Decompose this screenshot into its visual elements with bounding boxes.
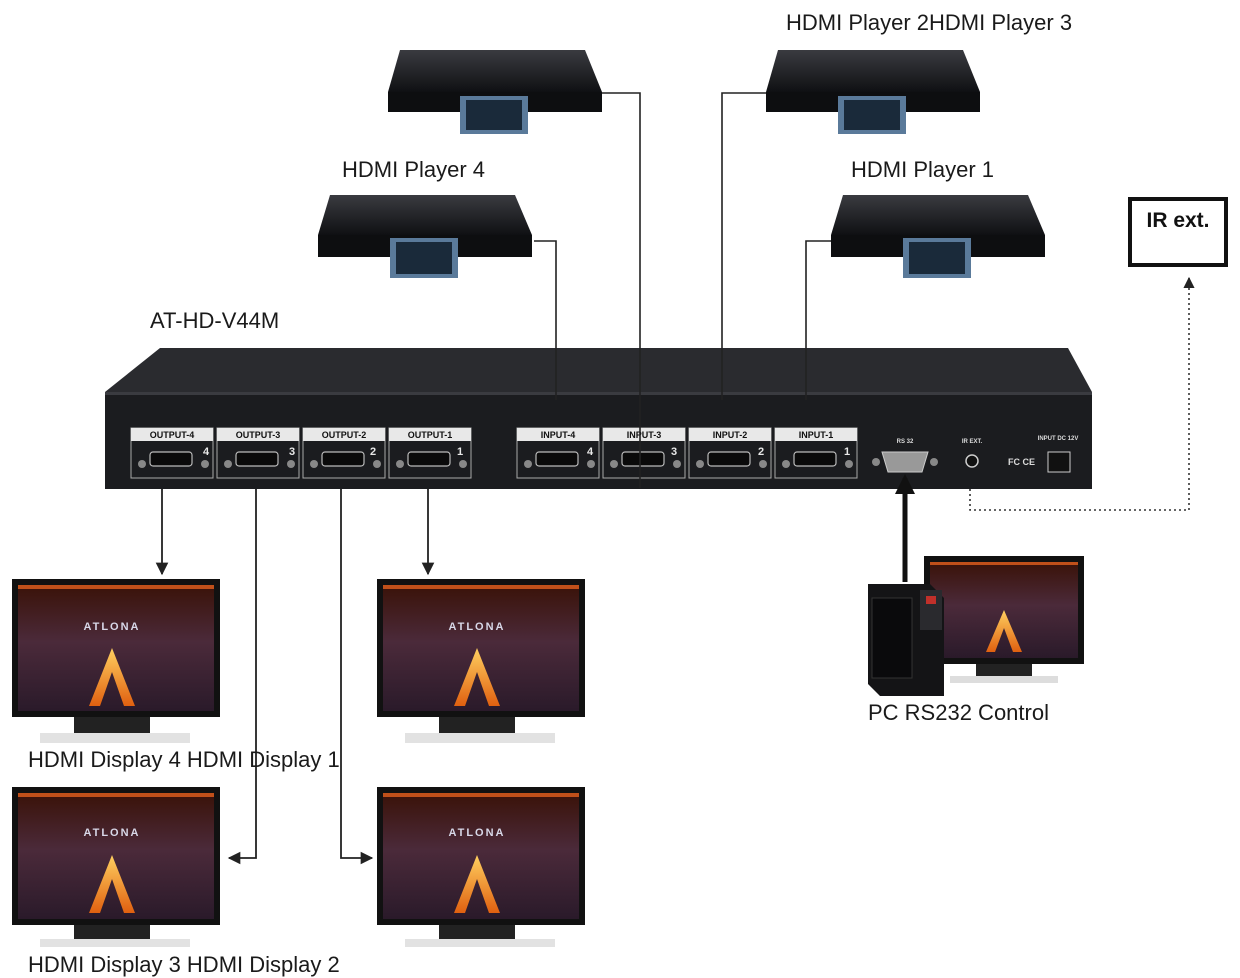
output-number-2: 2 (370, 446, 376, 458)
rs232-label: RS 32 (897, 439, 914, 445)
input-label-3: INPUT-3 (627, 430, 662, 440)
hdmi-player-2 (388, 50, 602, 134)
hdmi-player-3 (766, 50, 980, 134)
output-label-3: OUTPUT-3 (236, 430, 281, 440)
output-label-4: OUTPUT-4 (150, 430, 195, 440)
input-ports: INPUT-4 4 INPUT-3 3 INPUT-2 2 INPUT-1 (516, 427, 858, 479)
output-port-4: OUTPUT-4 4 (130, 427, 214, 479)
input-label-2: INPUT-2 (713, 430, 748, 440)
ir-dotted-line (969, 276, 1195, 511)
hdmi-display-3: ATLONA (12, 787, 220, 947)
output-label-1: OUTPUT-1 (408, 430, 453, 440)
display-4-brand: ATLONA (83, 621, 140, 633)
label-display-row-2: HDMI Display 3 HDMI Display 2 (28, 952, 340, 977)
input-number-2: 2 (758, 446, 764, 458)
output-number-3: 3 (289, 446, 295, 458)
rs232-port: RS 32 (872, 439, 938, 473)
cert-label: FC CE (1008, 457, 1035, 467)
input-port-3: INPUT-3 3 (602, 427, 686, 479)
display-3-brand: ATLONA (83, 827, 140, 839)
output-port-3: OUTPUT-3 3 (216, 427, 300, 479)
label-display-row-1: HDMI Display 4 HDMI Display 1 (28, 747, 340, 772)
cert-marks: FC CE (1008, 457, 1035, 467)
output-number-1: 1 (457, 446, 463, 458)
input-number-4: 4 (587, 446, 594, 458)
device-model-label: AT-HD-V44M (150, 308, 280, 333)
output-cables (155, 489, 435, 865)
ir-ext-port: IR EXT. (962, 439, 983, 468)
power-label: INPUT DC 12V (1038, 436, 1079, 442)
display-1-brand: ATLONA (448, 621, 505, 633)
output-port-2: OUTPUT-2 2 (302, 427, 386, 479)
pc-workstation (868, 556, 1084, 696)
output-port-1: OUTPUT-1 1 (388, 427, 472, 479)
input-port-2: INPUT-2 2 (688, 427, 772, 479)
display-2-brand: ATLONA (448, 827, 505, 839)
label-hdmi-player-1: HDMI Player 1 (851, 157, 995, 182)
hdmi-player-1 (831, 195, 1045, 278)
hdmi-display-1: ATLONA (377, 579, 585, 743)
output-number-4: 4 (203, 446, 210, 458)
power-input: INPUT DC 12V (1038, 436, 1079, 473)
label-hdmi-player-4: HDMI Player 4 (342, 157, 486, 182)
input-port-1: INPUT-1 1 (774, 427, 858, 479)
input-label-4: INPUT-4 (541, 430, 576, 440)
label-pc-rs232-control: PC RS232 Control (868, 700, 1049, 725)
input-number-1: 1 (844, 446, 850, 458)
output-ports: OUTPUT-4 4 OUTPUT-3 3 OUTPUT-2 2 OUTPUT-… (130, 427, 472, 479)
input-number-3: 3 (671, 446, 677, 458)
hdmi-display-4: ATLONA (12, 579, 220, 743)
label-hdmi-player-2-3: HDMI Player 2HDMI Player 3 (786, 10, 1073, 35)
input-label-1: INPUT-1 (799, 430, 834, 440)
input-cables (534, 92, 831, 488)
ir-port-label: IR EXT. (962, 439, 983, 445)
hdmi-display-2: ATLONA (377, 787, 585, 947)
ir-ext-label: IR ext. (1146, 209, 1210, 232)
input-port-4: INPUT-4 4 (516, 427, 600, 479)
output-label-2: OUTPUT-2 (322, 430, 367, 440)
ir-ext-box: IR ext. (1128, 197, 1228, 267)
hdmi-player-4 (318, 195, 532, 278)
